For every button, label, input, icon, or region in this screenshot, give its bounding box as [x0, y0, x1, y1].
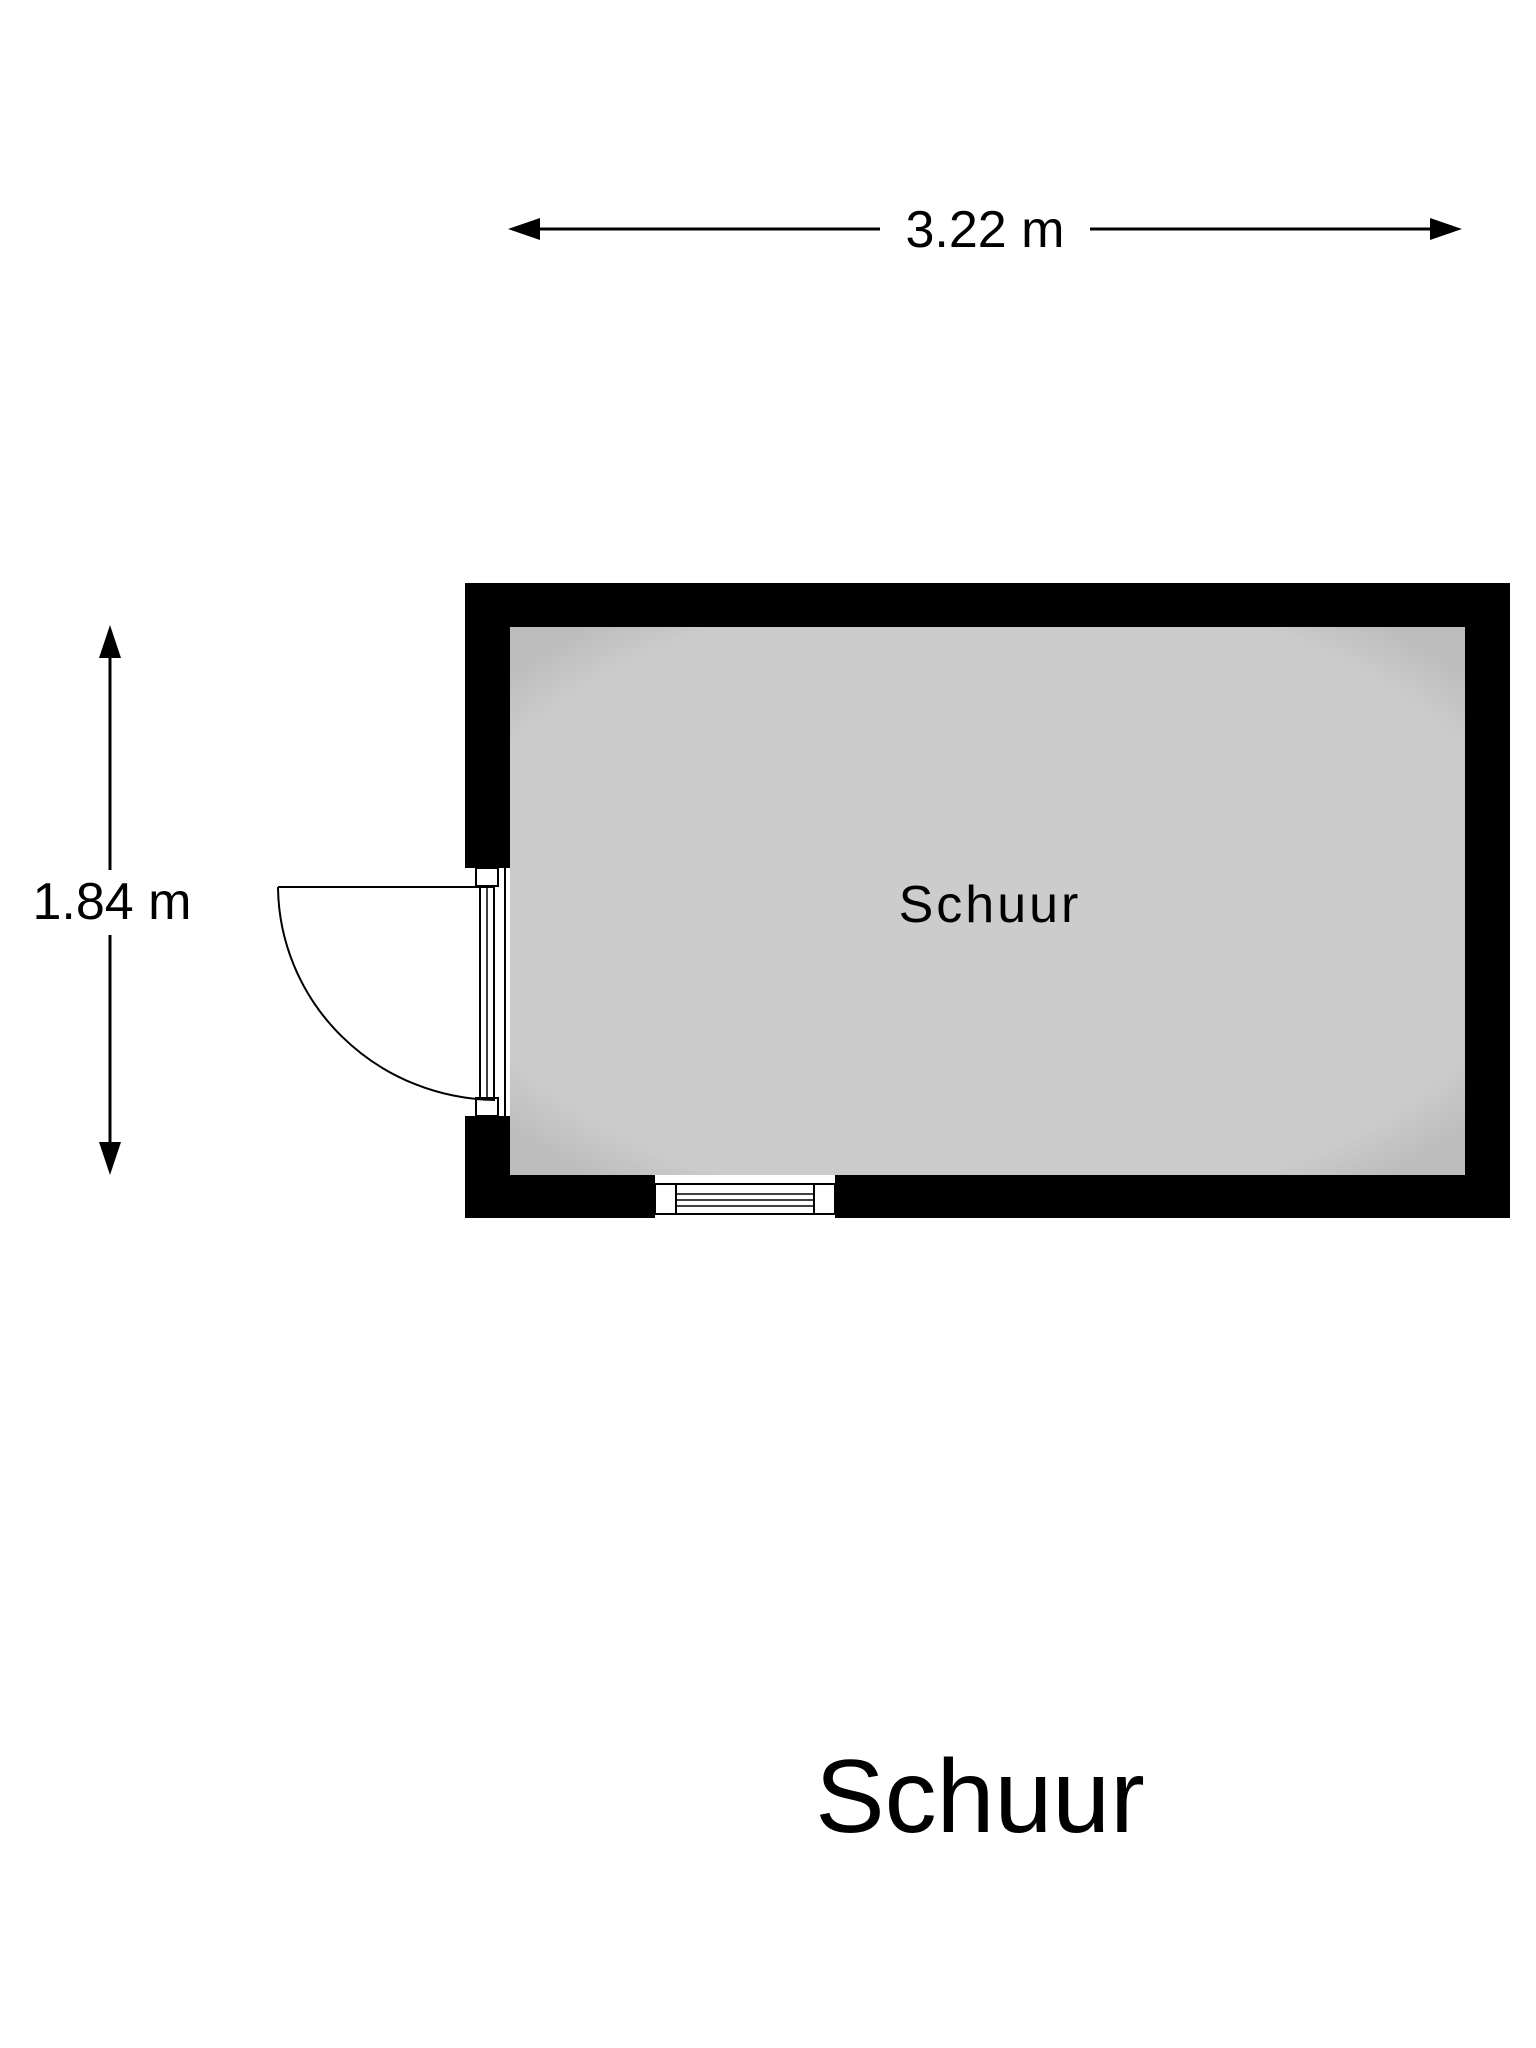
window-icon	[654, 1175, 836, 1218]
height-dimension-label: 1.84 m	[33, 873, 192, 931]
width-dimension-label: 3.22 m	[906, 201, 1065, 259]
plan-title: Schuur	[815, 1739, 1145, 1855]
arrow-right-icon	[1430, 218, 1462, 240]
arrow-down-icon	[99, 1142, 121, 1175]
arrow-left-icon	[508, 218, 540, 240]
room-label: Schuur	[899, 876, 1082, 934]
height-dimension: 1.84 m	[33, 625, 192, 1175]
door-swing-icon	[277, 867, 510, 1117]
width-dimension: 3.22 m	[508, 201, 1462, 259]
arrow-up-icon	[99, 625, 121, 658]
room-floor	[510, 627, 1465, 1175]
